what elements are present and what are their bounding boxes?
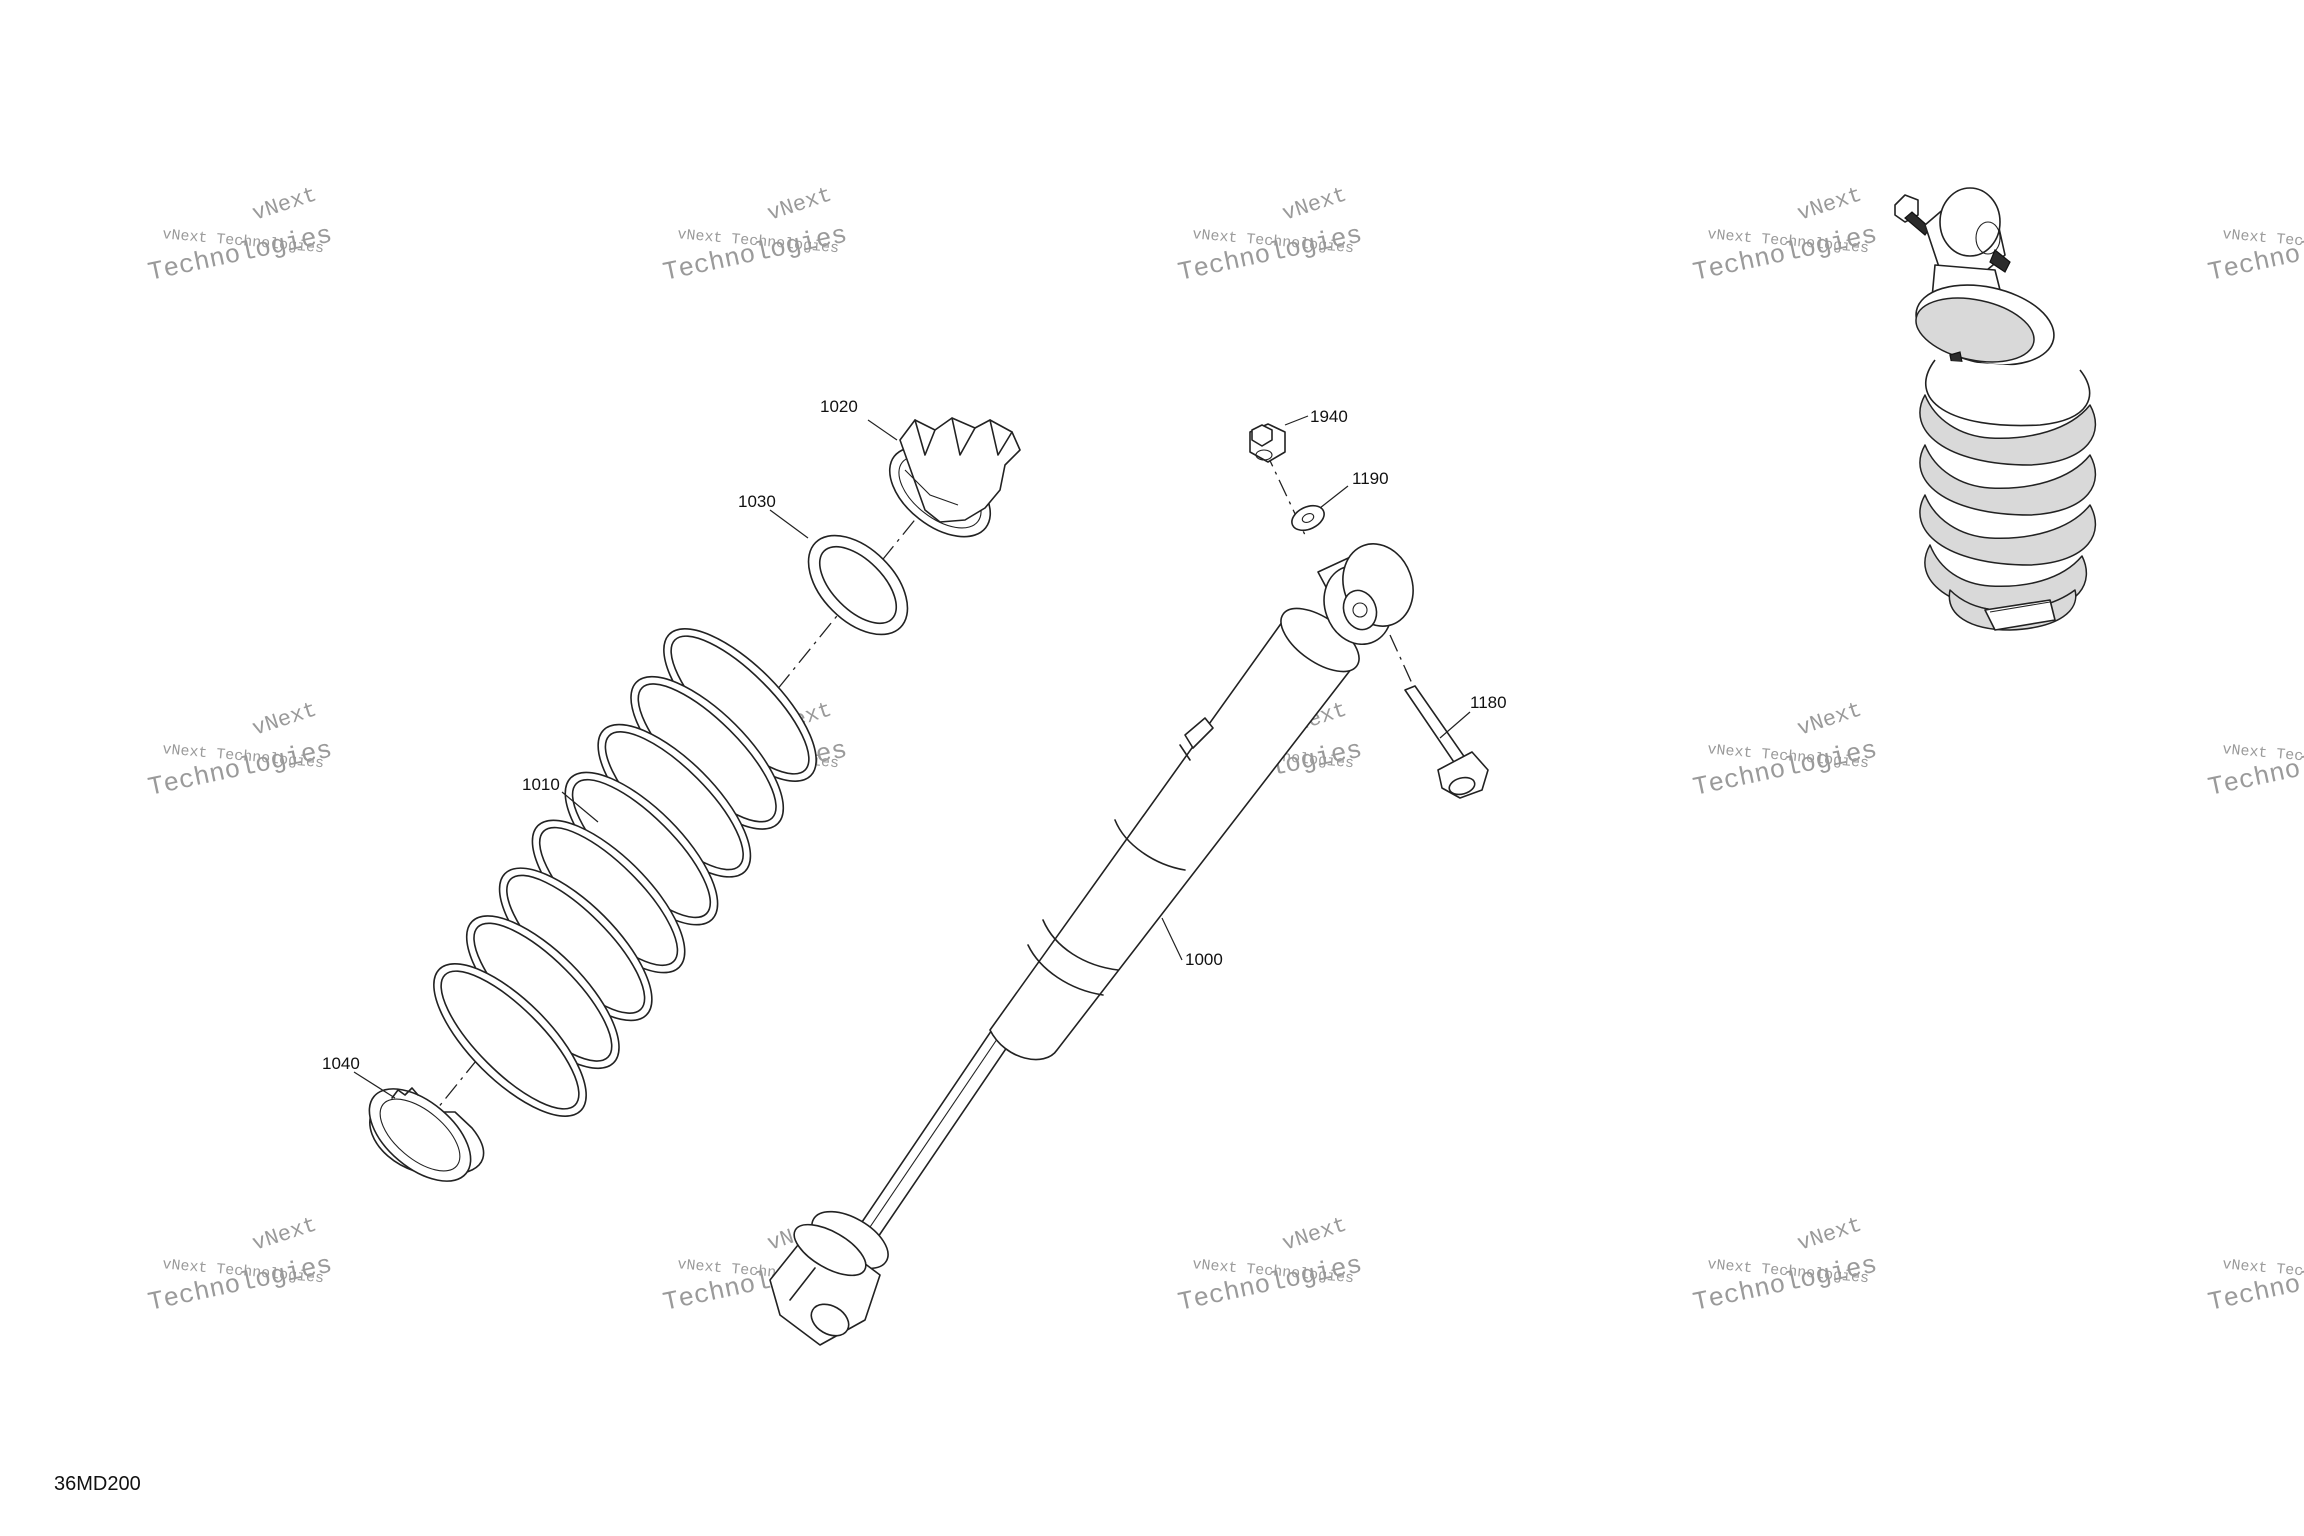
leader-1030 (769, 509, 809, 539)
washer-part (1291, 504, 1325, 532)
nut-part (1249, 423, 1286, 463)
drawing-code: 36MD200 (54, 1473, 141, 1495)
callout-1180: 1180 (1470, 693, 1507, 712)
leader-1010 (561, 791, 599, 823)
spring-seat-part (368, 1087, 485, 1182)
watermark-text-top: vNext (249, 697, 320, 741)
watermark-text-top: vNext (249, 1212, 320, 1256)
leader-1940 (1284, 415, 1309, 426)
leader-1190 (1319, 485, 1349, 509)
callout-1940: 1940 (1310, 407, 1348, 426)
lower-fastener-axis (1389, 634, 1416, 691)
spring-coil-inner (440, 970, 580, 1110)
assembled-shock-view (1894, 187, 2097, 631)
callout-1010: 1010 (522, 775, 560, 794)
shock-absorber-part (769, 543, 1414, 1346)
watermark-text-top: vNext (1794, 182, 1865, 226)
callout-1000: 1000 (1185, 950, 1223, 969)
watermark-text-top: vNext (1794, 697, 1865, 741)
watermark-text-top: vNext (1279, 1212, 1350, 1256)
spring-stopper-part (888, 417, 1021, 538)
screw-part (1404, 685, 1489, 799)
leader-1000 (1161, 917, 1183, 961)
leader-1040 (353, 1071, 396, 1099)
leader-1180 (1439, 711, 1471, 739)
spacer-part (807, 534, 909, 636)
callout-1030: 1030 (738, 492, 776, 511)
callout-1040: 1040 (322, 1054, 360, 1073)
coil-spring-part (433, 628, 817, 1117)
watermark-text-top: vNext (1794, 1212, 1865, 1256)
watermark-text-top: vNext (249, 182, 320, 226)
callout-1190: 1190 (1352, 469, 1389, 488)
watermark-text-top: vNext (764, 182, 835, 226)
leader-1020 (867, 419, 898, 441)
callout-1020: 1020 (820, 397, 858, 416)
watermark-text-top: vNext (1279, 182, 1350, 226)
